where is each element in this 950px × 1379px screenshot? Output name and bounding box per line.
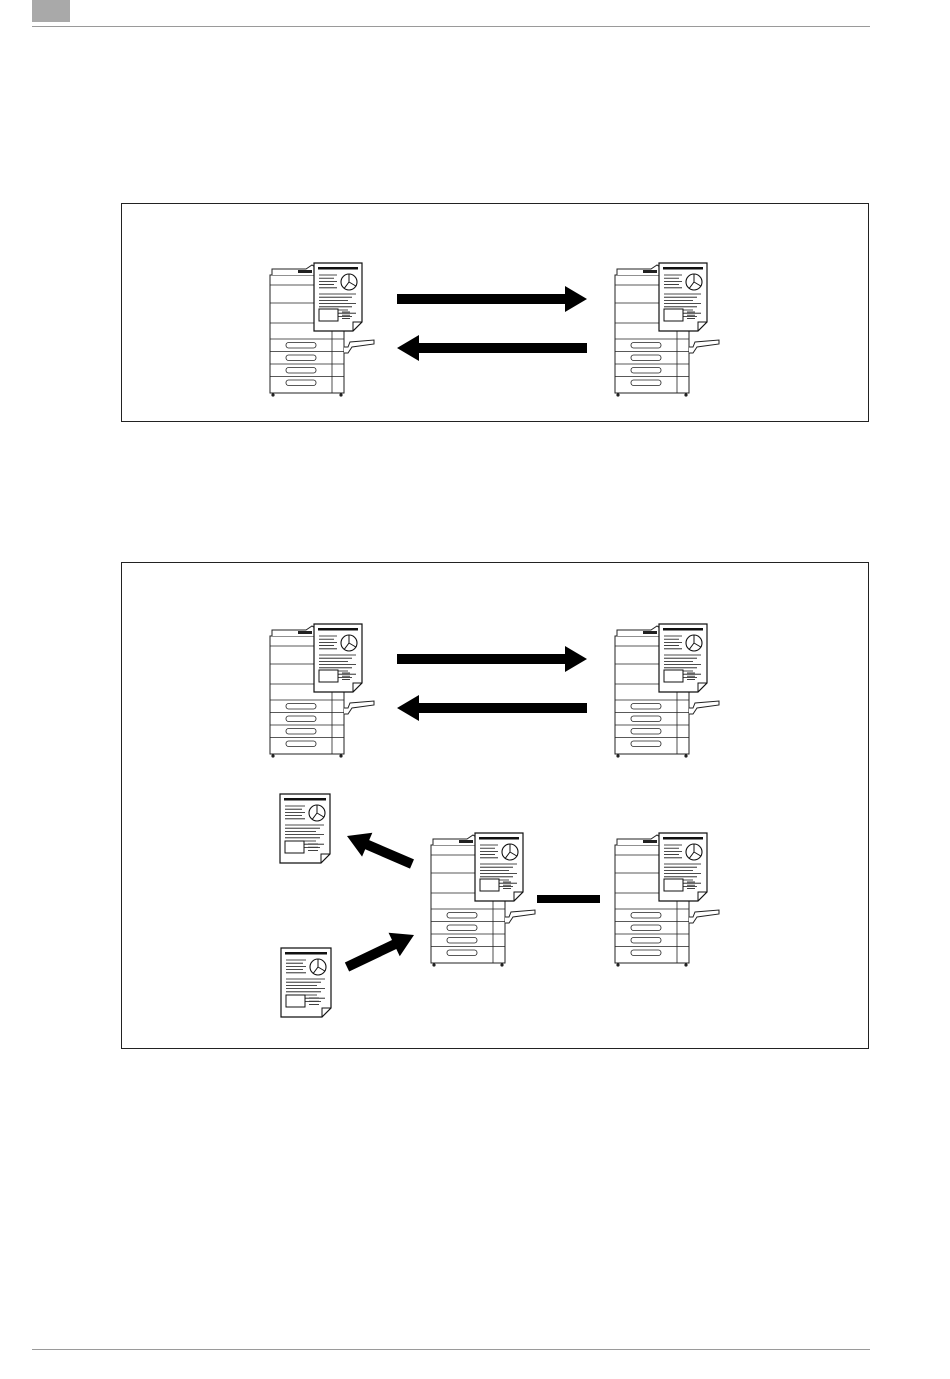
document-title-bar (318, 267, 358, 270)
document-title-bar (663, 267, 703, 270)
mfp-tray-handle (286, 704, 316, 710)
document-image-box (319, 309, 338, 321)
document-icon (280, 794, 330, 863)
diagonal-arrows (345, 833, 414, 972)
document-title-bar (479, 837, 519, 840)
exchange-arrows (397, 286, 587, 361)
mfp-with-document-icon (431, 833, 535, 967)
document-image-box (664, 670, 683, 682)
document-image-box (664, 309, 683, 321)
mfp-tray-handle (286, 729, 316, 735)
mfp-with-document-icon (270, 263, 374, 397)
document-title-bar (284, 798, 326, 801)
right-arrow-icon (397, 286, 587, 312)
mfp-tray-handle (631, 716, 661, 722)
left-arrow-icon (397, 695, 587, 721)
mfp-tray-handle (447, 938, 477, 944)
mfp-with-document-icon (615, 833, 719, 967)
mfp-bypass-tray (505, 910, 535, 923)
mfp-tray-handle (631, 343, 661, 349)
header-rule (32, 26, 870, 27)
mfp-tray-handle (631, 913, 661, 919)
mfp-tray-handle (631, 938, 661, 944)
mfp-bypass-tray (689, 910, 719, 923)
document-image-box (286, 995, 305, 1007)
figure-1-illustration (122, 204, 870, 423)
mfp-tray-handle (286, 343, 316, 349)
footer-rule (32, 1349, 870, 1350)
mfp-bypass-tray (689, 340, 719, 353)
mfp-with-document-icon (615, 624, 719, 758)
mfp-tray-handle (447, 925, 477, 931)
mfp-tray-handle (631, 368, 661, 374)
mfp-tray-handle (286, 380, 316, 386)
header-tab (32, 0, 70, 22)
document-image-box (664, 879, 683, 891)
mfp-with-document-icon (615, 263, 719, 397)
figure-box-2 (121, 562, 869, 1049)
document-title-bar (663, 628, 703, 631)
output-arrow-icon (347, 833, 414, 869)
document-image-box (480, 879, 499, 891)
mfp-tray-handle (286, 355, 316, 361)
mfp-tray-handle (447, 950, 477, 956)
mfp-tray-handle (631, 355, 661, 361)
document-image-box (285, 841, 304, 853)
connection-line (537, 895, 600, 903)
mfp-tray-handle (631, 729, 661, 735)
mfp-tray-handle (631, 704, 661, 710)
document-icon (281, 948, 331, 1017)
mfp-bypass-tray (344, 340, 374, 353)
mfp-tray-handle (447, 913, 477, 919)
mfp-tray-handle (286, 716, 316, 722)
left-arrow-icon (397, 335, 587, 361)
mfp-bypass-tray (344, 701, 374, 714)
mfp-tray-handle (631, 950, 661, 956)
document-title-bar (318, 628, 358, 631)
link-bar (537, 895, 600, 903)
document-image-box (319, 670, 338, 682)
figure-box-1 (121, 203, 869, 422)
mfp-tray-handle (286, 741, 316, 747)
mfp-bypass-tray (689, 701, 719, 714)
right-arrow-icon (397, 646, 587, 672)
mfp-with-document-icon (270, 624, 374, 758)
mfp-tray-handle (631, 925, 661, 931)
mfp-tray-handle (631, 380, 661, 386)
mfp-tray-handle (286, 368, 316, 374)
document-title-bar (285, 952, 327, 955)
input-arrow-icon (345, 933, 414, 972)
figure-2-illustration (122, 563, 870, 1050)
mfp-tray-handle (631, 741, 661, 747)
document-title-bar (663, 837, 703, 840)
exchange-arrows (397, 646, 587, 721)
